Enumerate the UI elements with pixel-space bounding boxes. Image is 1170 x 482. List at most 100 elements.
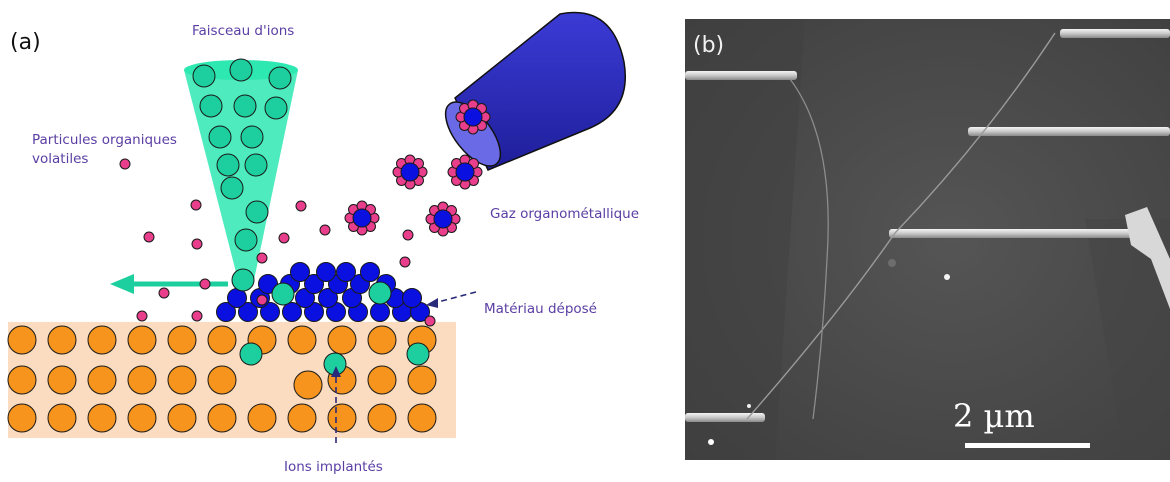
substrate-atom [47,403,77,433]
substrate-atom [327,403,357,433]
beam-ion [245,200,269,224]
substrate-atom [127,403,157,433]
volatile-particle [399,256,411,268]
substrate-atom [207,325,237,355]
panel-a-label: (a) [10,30,41,55]
metal-center [463,107,483,127]
deposit-pointer-arrow [426,291,477,308]
deposit-atom [402,288,422,308]
deposit-atom [370,302,390,322]
substrate-atom [287,325,317,355]
beam-ions [192,58,292,252]
electrode-top-right [1060,29,1170,38]
volatile-particle [158,287,170,299]
substrate-atom [293,370,323,400]
organometallic-molecule [425,201,461,237]
substrate-atom [87,325,117,355]
substrate-atom [167,403,197,433]
scale-bar-label: 2 µm [953,397,1035,435]
volatile-particle [256,294,268,306]
volatile-particle [191,238,203,250]
electrode-center [889,229,1134,238]
beam-ion [234,228,258,252]
substrate-atom [207,403,237,433]
volatile-particle [278,232,290,244]
deposit-atom [304,274,324,294]
volatile-particle [256,252,268,264]
volatile-particle [191,310,203,322]
nanowire-curved [789,78,829,420]
substrate-atom [367,325,397,355]
substrate-atom [367,365,397,395]
metal-center [433,209,453,229]
substrate-atom [127,365,157,395]
implanted-pointer-arrow [331,366,341,443]
debris-dot [747,404,751,408]
substrate-atom [7,325,37,355]
embedded-ion [368,281,392,305]
electrode-top-left [685,71,797,80]
organometallic-molecule [455,99,491,135]
substrate-atom [87,403,117,433]
implanted-ions [239,342,430,376]
deposit-atom [336,262,356,282]
beam-ion [192,64,216,88]
beam-ion [233,94,257,118]
beam-ion [264,96,288,120]
volatile-particle [119,158,131,170]
ion-beam-cone [184,70,298,280]
volatile-particle [402,229,414,241]
substrate-atom [167,325,197,355]
beam-ion [208,125,232,149]
organometallic-molecule [447,154,483,190]
substrate-atom [167,365,197,395]
scan-direction-arrow [110,274,228,294]
substrate-atom [7,365,37,395]
debris-dot [888,259,896,267]
metal-center [455,162,475,182]
volatile-particle [199,278,211,290]
substrate-atom [7,403,37,433]
substrate-atom [47,325,77,355]
substrate-atom [247,403,277,433]
debris-dot [708,439,714,445]
volatile-particle [136,310,148,322]
embedded-ion [271,282,295,306]
sem-image [685,19,1170,460]
nanowire-diagonal [746,32,1056,420]
electrode-bottom-left [685,413,765,422]
implanted-label: Ions implantés [284,459,383,475]
volatile-particle [143,231,155,243]
embedded-ion [231,268,255,292]
organometallic-molecule [392,154,428,190]
volatile-label-line2: volatiles [32,151,89,167]
metal-center [352,208,372,228]
deposit-atom [238,302,258,322]
substrate-atom [287,403,317,433]
substrate-atom [207,365,237,395]
substrate-atom [407,403,437,433]
metal-center [400,162,420,182]
deposit-atom [295,288,315,308]
probe-tip [1125,207,1170,309]
diagram-canvas [7,11,626,443]
substrate-atoms [7,325,437,433]
fib-deposition-diagram: (a) Faisceau d'ions Particules organique… [7,11,639,475]
volatile-particle [190,199,202,211]
deposit-atom [316,262,336,282]
beam-ion [229,58,253,82]
debris-dot [944,274,950,280]
scale-bar [965,443,1090,448]
deposit-label: Matériau déposé [484,301,597,317]
deposit-atom [318,288,338,308]
sem-micrograph: (b) 2 µm [685,19,1170,460]
implanted-ion [239,342,263,366]
beam-ion [244,153,268,177]
deposited-material [216,262,430,322]
substrate-atom [367,403,397,433]
electrode-middle-right [968,127,1170,136]
volatile-particle [295,200,307,212]
volatile-particle [424,315,436,327]
beam-ion [268,66,292,90]
deposit-atom [260,302,280,322]
